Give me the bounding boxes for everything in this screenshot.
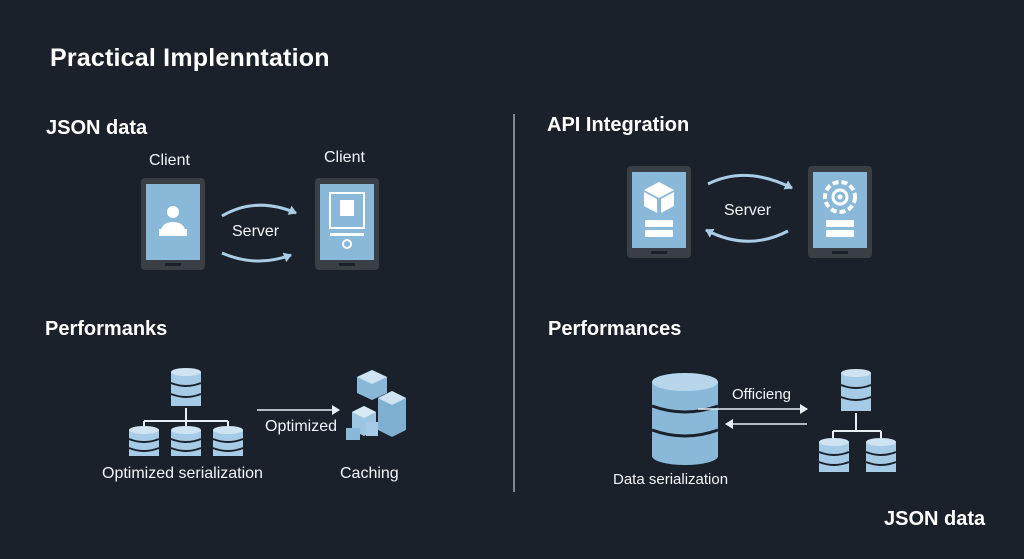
server-arrow-bottom: [221, 251, 292, 263]
performanks-heading: Performanks: [45, 318, 168, 340]
document-list-icon: [329, 192, 365, 249]
client-left-label: Client: [149, 152, 190, 169]
page-title: Practical Implenntation: [50, 44, 330, 72]
server-arrow-top: [221, 203, 297, 218]
data-serialization-label: Data serialization: [613, 471, 729, 488]
client-right-label: Client: [324, 149, 365, 166]
performances-heading: Performances: [548, 318, 682, 340]
optimized-label: Optimized: [265, 418, 338, 435]
optimized-serialization-label: Optimized serialization: [102, 465, 263, 482]
cubes-icon: [346, 370, 406, 440]
server-left-label: Server: [232, 223, 280, 240]
database-icon-large: [651, 373, 719, 465]
caching-label: Caching: [340, 465, 399, 482]
api-arrow-bottom: [705, 228, 789, 243]
database-icon-top: [170, 368, 202, 406]
database-icon-right-b: [865, 438, 897, 472]
user-profile-icon: [159, 206, 187, 236]
database-icon-right-a: [818, 438, 850, 472]
gear-server-icon: [823, 180, 857, 237]
api-arrow-top: [707, 174, 793, 190]
db-tree-right: [818, 369, 897, 472]
api-integration-heading: API Integration: [547, 114, 690, 136]
client-right-device: [315, 178, 379, 270]
api-right-device: [808, 166, 872, 258]
officieng-label: Officieng: [732, 386, 791, 403]
api-left-device: [627, 166, 691, 258]
server-right-label: Server: [724, 202, 772, 219]
client-left-device: [141, 178, 205, 270]
database-icon-a: [128, 426, 160, 456]
database-icon-right-top: [840, 369, 872, 411]
cube-server-icon: [644, 182, 674, 237]
db-tree: [128, 368, 244, 456]
database-icon-b: [170, 426, 202, 456]
footer-json-data: JSON data: [884, 508, 986, 530]
json-data-heading: JSON data: [46, 117, 148, 139]
section-divider: [513, 114, 515, 492]
database-icon-c: [212, 426, 244, 456]
